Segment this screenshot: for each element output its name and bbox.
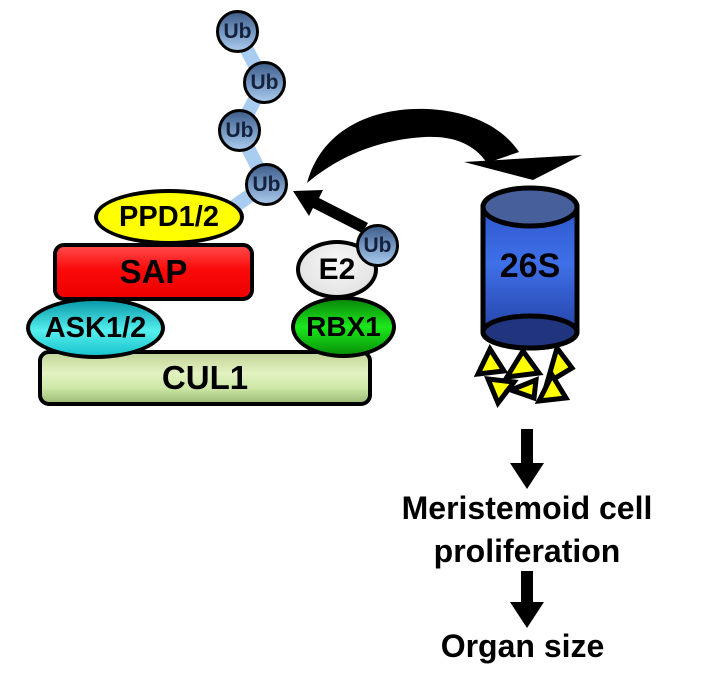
curved-arrow-body [307,108,519,183]
ub-on-e2-node: Ub [356,224,399,267]
meristemoid-proliferation-text: Meristemoid cell proliferation [360,487,694,573]
ub-label: Ub [225,118,254,142]
ub-chain-node-2: Ub [243,61,286,104]
ub-transfer-arrow [293,190,368,233]
proliferation-line-2: proliferation [433,533,621,569]
cul1-label: CUL1 [161,359,249,396]
ub-label: Ub [252,172,281,196]
ppd1-2-label: PPD1/2 [119,200,219,233]
proteasome-bottom-cap [480,313,580,351]
ub-chain-node-3: Ub [218,109,261,152]
organ-size-text: Organ size [440,628,605,664]
sap-label: SAP [119,253,188,290]
e2-label: E2 [318,252,356,286]
peptide-fragment-triangle [473,343,509,378]
down-arrow-proliferation-to-organ-size [510,571,544,628]
peptide-fragment-triangle [484,376,519,408]
peptide-fragment-triangle [502,346,544,381]
proliferation-line-1: Meristemoid cell [401,490,653,526]
proteasome-26s-label: 26S [499,246,561,285]
ask1-2-subunit: ASK1/2 [26,297,165,359]
rbx1-label: RBX1 [306,311,381,342]
cul1-subunit: CUL1 [38,350,372,406]
proteasome-cylinder [480,185,580,351]
down-arrow-proteasome-to-proliferation [510,429,544,489]
ub-chain-node-4: Ub [245,163,288,206]
peptide-fragment-triangle [503,376,539,402]
curved-arrow-to-proteasome [307,108,582,183]
rbx1-subunit: RBX1 [291,296,396,358]
curved-arrow-head [464,155,582,180]
ub-label: Ub [363,233,392,257]
ask1-2-label: ASK1/2 [44,311,147,344]
ub-label: Ub [250,70,279,94]
ub-chain-node-1: Ub [216,10,259,53]
ub-label: Ub [223,19,252,43]
degraded-peptide-fragments [473,342,576,408]
sap-subunit: SAP [53,243,254,301]
ppd1-2-subunit: PPD1/2 [94,189,244,245]
peptide-fragment-triangle [534,369,571,404]
proteasome-top-cap [480,185,580,229]
